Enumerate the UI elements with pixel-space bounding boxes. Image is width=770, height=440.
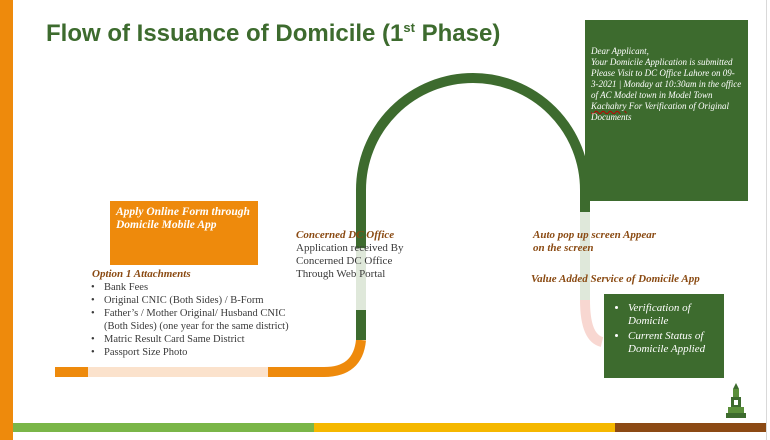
government-building-logo-icon — [726, 383, 746, 418]
bottom-bar-brown — [615, 423, 766, 432]
path-curve-pink — [580, 299, 604, 347]
list-item: Passport Size Photo — [91, 346, 303, 359]
attachments-list: Bank Fees Original CNIC (Both Sides) / B… — [90, 281, 303, 359]
list-item: Bank Fees — [91, 281, 303, 294]
list-item: Matric Result Card Same District — [91, 333, 303, 346]
applicant-message-box: Dear Applicant, Your Domicile Applicatio… — [585, 20, 748, 201]
bottom-bar-green — [13, 423, 314, 432]
list-item: Current Status of Domicile Applied — [628, 330, 718, 356]
dc-office-heading: Concerned DC Office — [296, 229, 395, 241]
attachments-heading: Option 1 Attachments — [92, 268, 191, 280]
message-body: Your Domicile Application is submitted P… — [591, 57, 742, 122]
vas-box: Verification of Domicile Current Status … — [604, 294, 724, 378]
bottom-bar-yellow — [314, 423, 615, 432]
apply-online-box: Apply Online Form through Domicile Mobil… — [110, 201, 258, 265]
list-item: Father’s / Mother Original/ Husband CNIC… — [91, 307, 303, 333]
list-item: Original CNIC (Both Sides) / B-Form — [91, 294, 303, 307]
list-item: Verification of Domicile — [628, 302, 718, 328]
dc-office-text: Application received By Concerned DC Off… — [296, 242, 404, 280]
popup-heading: Auto pop up screen Appear on the screen — [533, 229, 657, 254]
left-accent-bar — [0, 0, 13, 440]
right-border-line — [766, 0, 767, 440]
path-curve-orange — [323, 339, 366, 377]
vas-heading: Value Added Service of Domicile App — [531, 273, 700, 285]
message-greeting: Dear Applicant, — [591, 46, 649, 56]
path-arc-green — [356, 73, 590, 191]
page-title: Flow of Issuance of Domicile (1st Phase) — [46, 20, 501, 47]
